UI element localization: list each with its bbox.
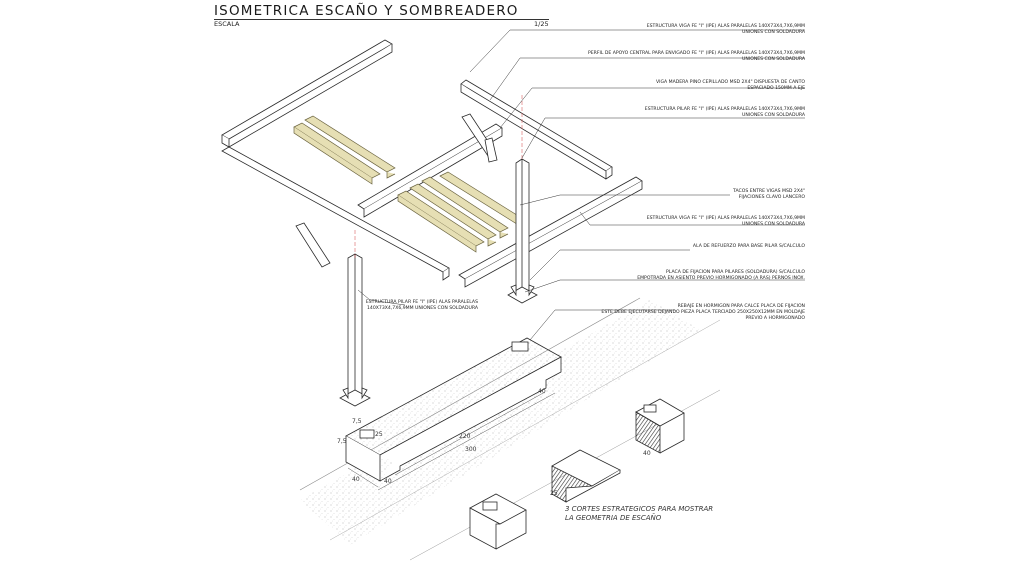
annotation-line: VIGA MADERA PINO CEPILLADO MSD 2x4" DISP… (655, 80, 805, 85)
dim-7-5-side: 7,5 (337, 438, 347, 445)
annotation-line: UNIONES CON SOLDADURA (742, 57, 805, 62)
annotation-line: PLACA DE FIJACION PARA PILARES (SOLDADUR… (666, 270, 805, 275)
annotation-perfil-apoyo: PERFIL DE APOYO CENTRAL PARA ENVIGADO Fe… (560, 51, 805, 63)
bench-dimension-lines (347, 391, 556, 491)
annotation-tacos: TACOS ENTRE VIGAS MSD 2x4" FIJACIONES CL… (640, 189, 805, 201)
annotation-rebaje: REBAJE EN HORMIGON PARA CALCE PLACA DE F… (600, 304, 805, 322)
dim-25-section: 25 (550, 490, 558, 497)
leader-lines (357, 29, 805, 341)
scale-label: ESCALA (214, 20, 240, 28)
annotation-line: ESTRUCTURA PILAR Fe "I" (IPE) ALAS PARAL… (644, 107, 805, 112)
annotation-line: REBAJE EN HORMIGON PARA CALCE PLACA DE F… (677, 304, 805, 309)
concrete-bench (345, 337, 562, 482)
annotation-pilar-superior: ESTRUCTURA PILAR Fe "I" (IPE) ALAS PARAL… (600, 107, 805, 119)
annotation-viga-inferior: ESTRUCTURA VIGA Fe "I" (IPE) ALAS PARALE… (600, 216, 805, 228)
annotation-line: PERFIL DE APOYO CENTRAL PARA ENVIGADO Fe… (587, 51, 805, 56)
dim-40-left: 40 (352, 476, 360, 483)
annotation-line: ESTE DEBE EJECUTARSE DEJANDO PIEZA PLACA… (601, 310, 805, 315)
annotation-line: ESTRUCTURA VIGA Fe "I" (IPE) ALAS PARALE… (646, 216, 805, 221)
annotation-line: UNIONES CON SOLDADURA (742, 30, 805, 35)
dim-40-section: 40 (643, 450, 651, 457)
annotation-line: TACOS ENTRE VIGAS MSD 2x4" (733, 189, 805, 194)
annotation-line: ESPACIADO 150mm A EJE (747, 86, 805, 91)
annotation-pilar-izquierdo: ESTRUCTURA PILAR Fe "I" (IPE) ALAS PARAL… (330, 300, 478, 312)
annotation-line: ESTRUCTURA PILAR Fe "I" (IPE) ALAS PARAL… (365, 300, 478, 305)
annotation-viga-madera: VIGA MADERA PINO CEPILLADO MSD 2x4" DISP… (600, 80, 805, 92)
axis-lines (354, 95, 523, 258)
wood-joists (293, 115, 529, 253)
title-underline (214, 19, 549, 20)
annotation-line: EMPOTRADA EN ASIENTO PREVIO HORMIGONADO … (637, 276, 805, 281)
caption-line: 3 CORTES ESTRATEGICOS PARA MOSTRAR (565, 505, 714, 513)
sections-caption: 3 CORTES ESTRATEGICOS PARA MOSTRAR LA GE… (565, 505, 713, 523)
dim-220: 220 (459, 433, 471, 440)
annotation-line: ESTRUCTURA VIGA Fe "I" (IPE) ALAS PARALE… (646, 24, 805, 29)
annotation-ala-refuerzo: ALA DE REFUERZO PARA BASE PILAR S/CALCUL… (640, 244, 805, 250)
dim-40-bottom: 40 (384, 478, 392, 485)
canopy-frame (221, 39, 643, 288)
section-cuts (469, 398, 685, 550)
annotation-viga-superior: ESTRUCTURA VIGA Fe "I" (IPE) ALAS PARALE… (600, 24, 805, 36)
dim-300: 300 (465, 446, 477, 453)
annotation-placa-fijacion: PLACA DE FIJACION PARA PILARES (SOLDADUR… (600, 270, 805, 282)
annotation-line: FIJACIONES CLAVO LANCERO (738, 195, 805, 200)
scale-value: 1/25 (534, 20, 549, 28)
annotation-line: UNIONES CON SOLDADURA (742, 222, 805, 227)
annotation-line: UNIONES CON SOLDADURA (742, 113, 805, 118)
dim-40-right: 40 (538, 388, 546, 395)
drawing-title: ISOMETRICA ESCAÑO Y SOMBREADERO (214, 3, 519, 19)
annotation-line: ALA DE REFUERZO PARA BASE PILAR S/CALCUL… (692, 244, 805, 249)
annotation-line: 140x73x4,7x6,9mm UNIONES CON SOLDADURA (367, 306, 478, 311)
annotation-line: PREVIO A HORMIGONADO (745, 316, 805, 321)
caption-line: LA GEOMETRIA DE ESCAÑO (565, 514, 662, 522)
dim-7-5-top: 7,5 (352, 418, 362, 425)
dim-25: 25 (375, 431, 383, 438)
